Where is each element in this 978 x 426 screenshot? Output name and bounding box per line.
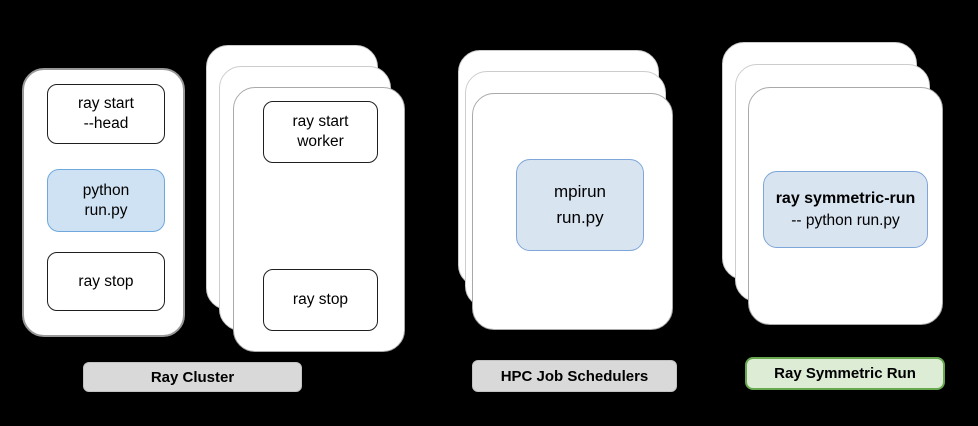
- command-text: run.py: [556, 208, 604, 227]
- worker-node-stack: ray start worker ray stop: [206, 45, 406, 353]
- head-node-card: ray start --head python run.py ray stop: [22, 68, 185, 337]
- command-text: ray stop: [78, 272, 134, 290]
- command-box-ray-stop-head: ray stop: [47, 252, 165, 311]
- label-ray-symmetric-run: Ray Symmetric Run: [745, 357, 945, 390]
- label-hpc-job-schedulers: HPC Job Schedulers: [472, 360, 677, 392]
- command-box-python-run: python run.py: [47, 169, 165, 232]
- command-text: python: [82, 181, 130, 199]
- command-box-ray-symmetric-run: ray symmetric-run -- python run.py: [763, 171, 928, 248]
- command-text: worker: [297, 133, 344, 150]
- command-text: -- python run.py: [791, 211, 900, 229]
- command-text-bold: ray symmetric-run: [775, 189, 916, 207]
- symmetric-run-node-stack: ray symmetric-run -- python run.py: [722, 42, 944, 326]
- worker-node-card: ray start worker ray stop: [233, 87, 405, 352]
- command-text: mpirun: [554, 182, 606, 201]
- hpc-node-card: mpirun run.py: [472, 93, 673, 330]
- command-box-mpirun: mpirun run.py: [516, 159, 644, 251]
- hpc-node-stack: mpirun run.py: [458, 50, 674, 331]
- command-box-ray-start-worker: ray start worker: [263, 101, 378, 163]
- command-box-ray-stop-worker: ray stop: [263, 269, 378, 331]
- command-text: ray start: [78, 95, 134, 112]
- symmetric-run-node-card: ray symmetric-run -- python run.py: [748, 87, 943, 325]
- command-text: --head: [83, 115, 129, 132]
- command-text: ray start: [292, 113, 349, 130]
- label-ray-cluster: Ray Cluster: [83, 362, 302, 392]
- command-text: ray stop: [292, 291, 349, 308]
- command-text: run.py: [84, 201, 128, 219]
- command-box-ray-start-head: ray start --head: [47, 84, 165, 144]
